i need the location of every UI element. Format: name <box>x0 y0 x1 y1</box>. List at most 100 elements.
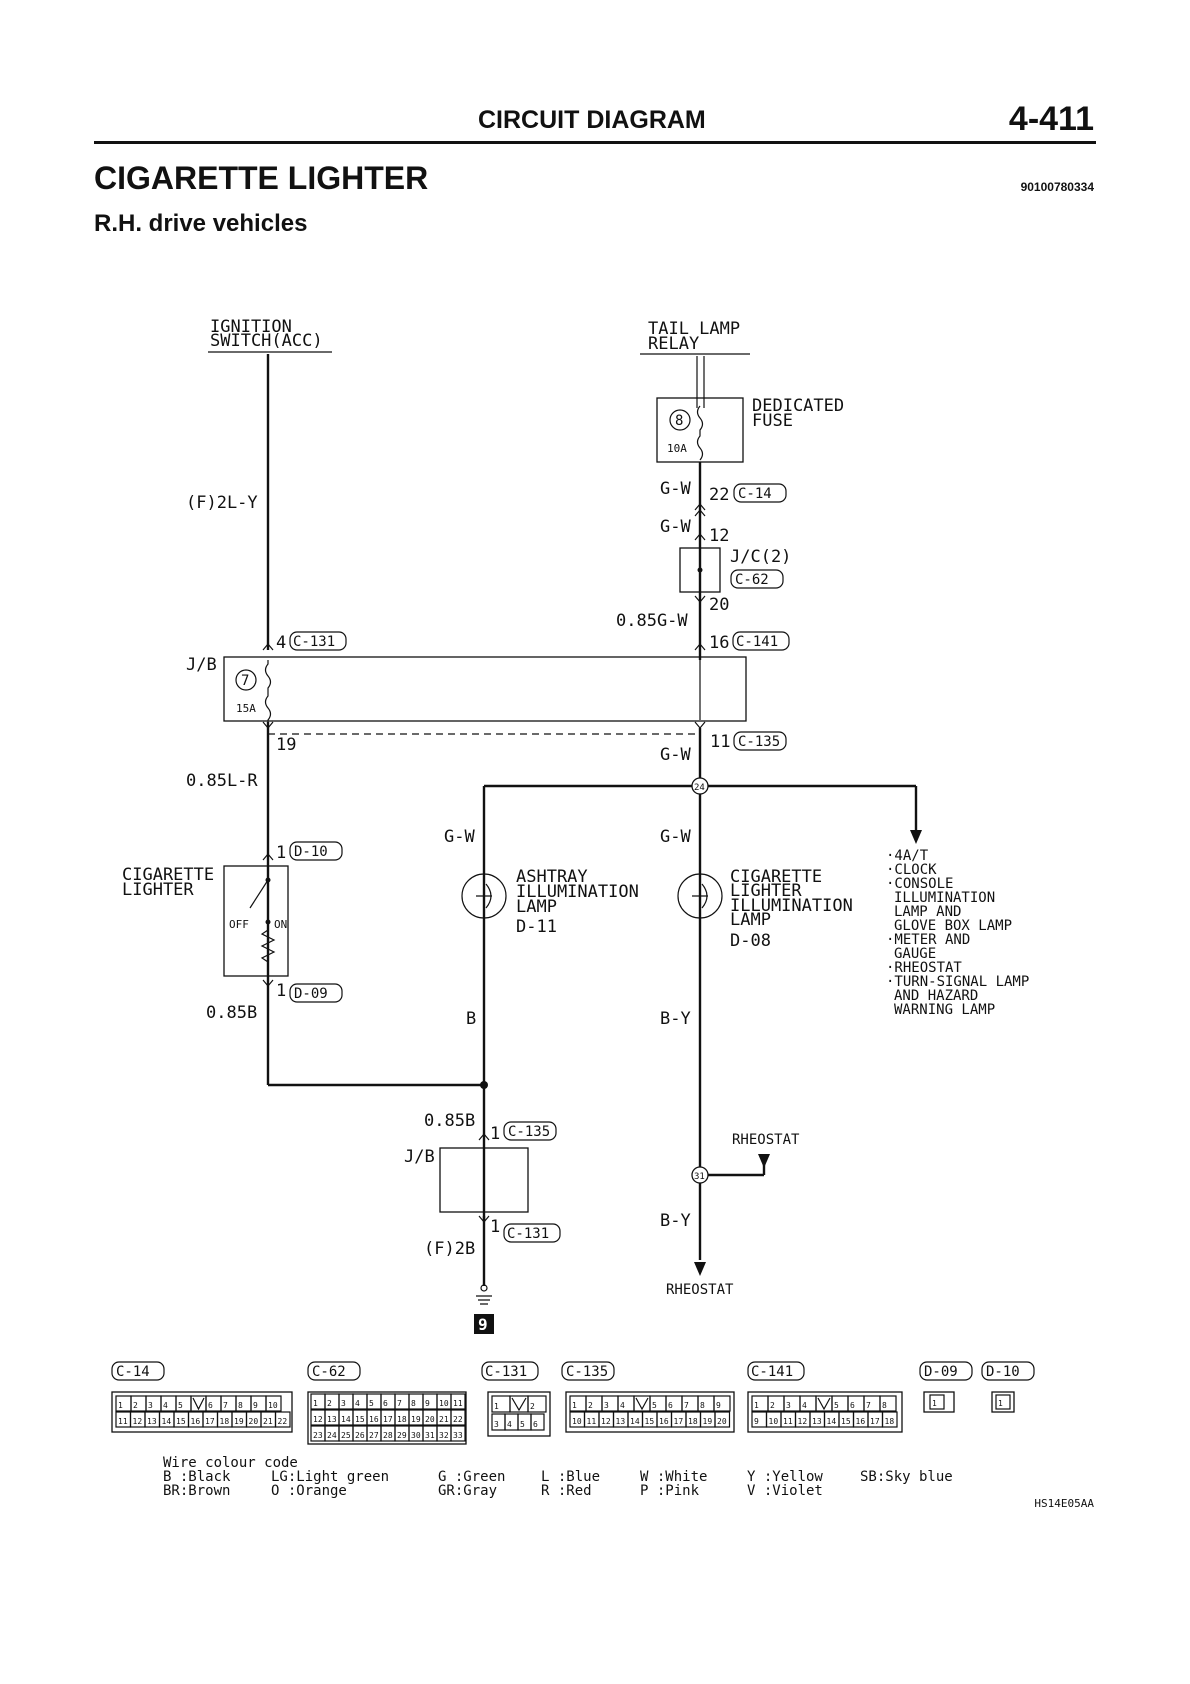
fuse-7-amp: 15A <box>236 702 256 715</box>
face-tag-c62-label: C-62 <box>312 1364 346 1380</box>
tail-lamp-relay: TAIL LAMP RELAY <box>640 319 750 355</box>
face-c62-bottom-pin-label: 28 <box>383 1431 393 1440</box>
face-c14-bottom-pin-label: 21 <box>263 1417 273 1426</box>
other-circuit-6: GLOVE BOX LAMP <box>894 918 1012 934</box>
face-c62-bottom-pin-label: 25 <box>341 1431 351 1440</box>
wire-label-b: B <box>466 1009 476 1029</box>
wire-label-gw-5: G-W <box>660 827 691 847</box>
header-rule <box>94 141 1096 144</box>
other-circuit-9: ·RHEOSTAT <box>886 960 962 976</box>
legend-sky-blue: SB:Sky blue <box>860 1469 953 1485</box>
connector-arrow-22 <box>694 503 706 517</box>
face-c62-bottom-pin-label: 26 <box>355 1431 365 1440</box>
other-circuit-12: WARNING LAMP <box>894 1002 995 1018</box>
face-c131-top-pin-label: 2 <box>530 1402 535 1411</box>
connector-tag-c135-b <box>503 1121 557 1141</box>
wire-label-085b-2: 0.85B <box>424 1111 475 1131</box>
face-d09-pin-pin-label: 1 <box>932 1399 937 1408</box>
connector-tag-c14 <box>733 483 787 503</box>
pin-11: 11 <box>710 732 730 752</box>
cigarette-illum-lamp-filament <box>692 883 708 909</box>
face-c14-bottom-pin-label: 16 <box>191 1417 201 1426</box>
face-c14-bottom-cell <box>274 1411 291 1428</box>
face-c62-mid-pin-label: 20 <box>425 1415 435 1424</box>
face-tag-c131 <box>481 1361 539 1381</box>
arrow-rheostat-top <box>758 1154 770 1168</box>
jc2-label: J/C(2) <box>730 547 791 567</box>
connector-tag-d10-a-label: D-10 <box>294 844 328 860</box>
connector-tag-c131-a <box>289 631 347 651</box>
face-c62-top-pin-label: 9 <box>425 1399 430 1408</box>
face-c131-bottom-pin-label: 3 <box>494 1420 499 1429</box>
face-c131-top-key-mark <box>511 1397 527 1412</box>
connector-tag-c62 <box>730 569 784 589</box>
face-c141-top-pin-label: 3 <box>786 1401 791 1410</box>
ashtray-lamp-label-3: LAMP <box>516 897 557 917</box>
pin-1-c131: 1 <box>490 1217 500 1237</box>
pin-22: 22 <box>709 485 729 505</box>
face-c135-bottom-pin-label: 19 <box>703 1417 713 1426</box>
face-c131-top-cell <box>527 1395 547 1413</box>
connector-arrow-c135-1 <box>478 1133 490 1141</box>
face-c131-housing <box>487 1391 551 1437</box>
ashtray-lamp-code: D-11 <box>516 917 557 937</box>
face-c135-top-key-mark <box>635 1397 649 1411</box>
face-c62-mid-pin-label: 12 <box>313 1415 323 1424</box>
pin-1-d10: 1 <box>276 843 286 863</box>
face-c135-top-cell <box>713 1395 731 1412</box>
face-c62-top-pin-label: 8 <box>411 1399 416 1408</box>
fuse-7-circle <box>235 669 257 691</box>
face-c14-bottom-pin-label: 14 <box>162 1417 172 1426</box>
connector-arrow-20 <box>694 595 706 603</box>
face-c141-bottom-pin-label: 14 <box>827 1417 837 1426</box>
wire-label-gw-4: G-W <box>444 827 475 847</box>
other-circuit-5: LAMP AND <box>894 904 961 920</box>
face-d10-housing <box>991 1391 1015 1413</box>
legend-violet: V :Violet <box>747 1483 823 1499</box>
cigarette-lighter-box <box>223 865 289 977</box>
other-circuits-list: ·4A/T ·CLOCK ·CONSOLE ILLUMINATION LAMP … <box>886 848 1029 1018</box>
arrow-rheostat-bottom <box>694 1262 706 1276</box>
ground-icon <box>476 1295 492 1305</box>
face-d09-pin-cell <box>929 1394 945 1410</box>
connector-tag-d10-a <box>289 841 343 861</box>
other-circuit-11: AND HAZARD <box>894 988 978 1004</box>
face-c14-bottom-pin-label: 17 <box>205 1417 215 1426</box>
face-c141-bottom-pin-label: 9 <box>754 1417 759 1426</box>
legend-blue: L :Blue <box>541 1469 601 1485</box>
face-c62-mid-cell <box>450 1409 466 1426</box>
face-c62-top-pin-label: 5 <box>369 1399 374 1408</box>
rheostat-label-top: RHEOSTAT <box>732 1132 800 1148</box>
junction-31-label: 31 <box>694 1172 705 1182</box>
face-c135-bottom-pin-label: 20 <box>717 1417 727 1426</box>
ignition-switch-label-2: SWITCH(ACC) <box>210 331 323 351</box>
other-circuit-1: ·4A/T <box>886 848 929 864</box>
pin-1-c135: 1 <box>490 1124 500 1144</box>
other-circuit-8: GAUGE <box>894 946 936 962</box>
cigarette-lighter-label-1: CIGARETTE <box>122 865 214 885</box>
pin-16: 16 <box>709 633 729 653</box>
connector-tag-c131-b <box>503 1223 561 1243</box>
legend-orange: O :Orange <box>271 1483 347 1499</box>
face-c135-top-pin-label: 4 <box>620 1401 625 1410</box>
ashtray-lamp-bulb <box>461 873 507 919</box>
page-header-title: CIRCUIT DIAGRAM <box>478 106 706 134</box>
section-title: CIGARETTE LIGHTER <box>94 160 429 196</box>
junction-block-jb <box>223 656 747 722</box>
face-c14-top-pin-label: 6 <box>208 1401 213 1410</box>
face-c141-top-pin-label: 7 <box>866 1401 871 1410</box>
fuse-7-number: 7 <box>241 673 249 689</box>
wire-label-by-1: B-Y <box>660 1009 691 1029</box>
face-c62-top-pin-label: 4 <box>355 1399 360 1408</box>
cigarette-lighter-label-2: LIGHTER <box>122 880 194 900</box>
ignition-switch: IGNITION SWITCH(ACC) <box>208 317 332 353</box>
face-c14-bottom-pin-label: 22 <box>278 1417 288 1426</box>
face-tag-c131-label: C-131 <box>485 1364 527 1380</box>
face-c62-top-pin-label: 7 <box>397 1399 402 1408</box>
junction-24-label: 24 <box>694 783 705 793</box>
ashtray-lamp-label-2: ILLUMINATION <box>516 882 639 902</box>
connector-tag-c141-label: C-141 <box>736 634 778 650</box>
junction-31 <box>691 1166 709 1184</box>
face-c135-bottom-pin-label: 13 <box>616 1417 626 1426</box>
cig-illum-lamp-label-4: LAMP <box>730 910 771 930</box>
